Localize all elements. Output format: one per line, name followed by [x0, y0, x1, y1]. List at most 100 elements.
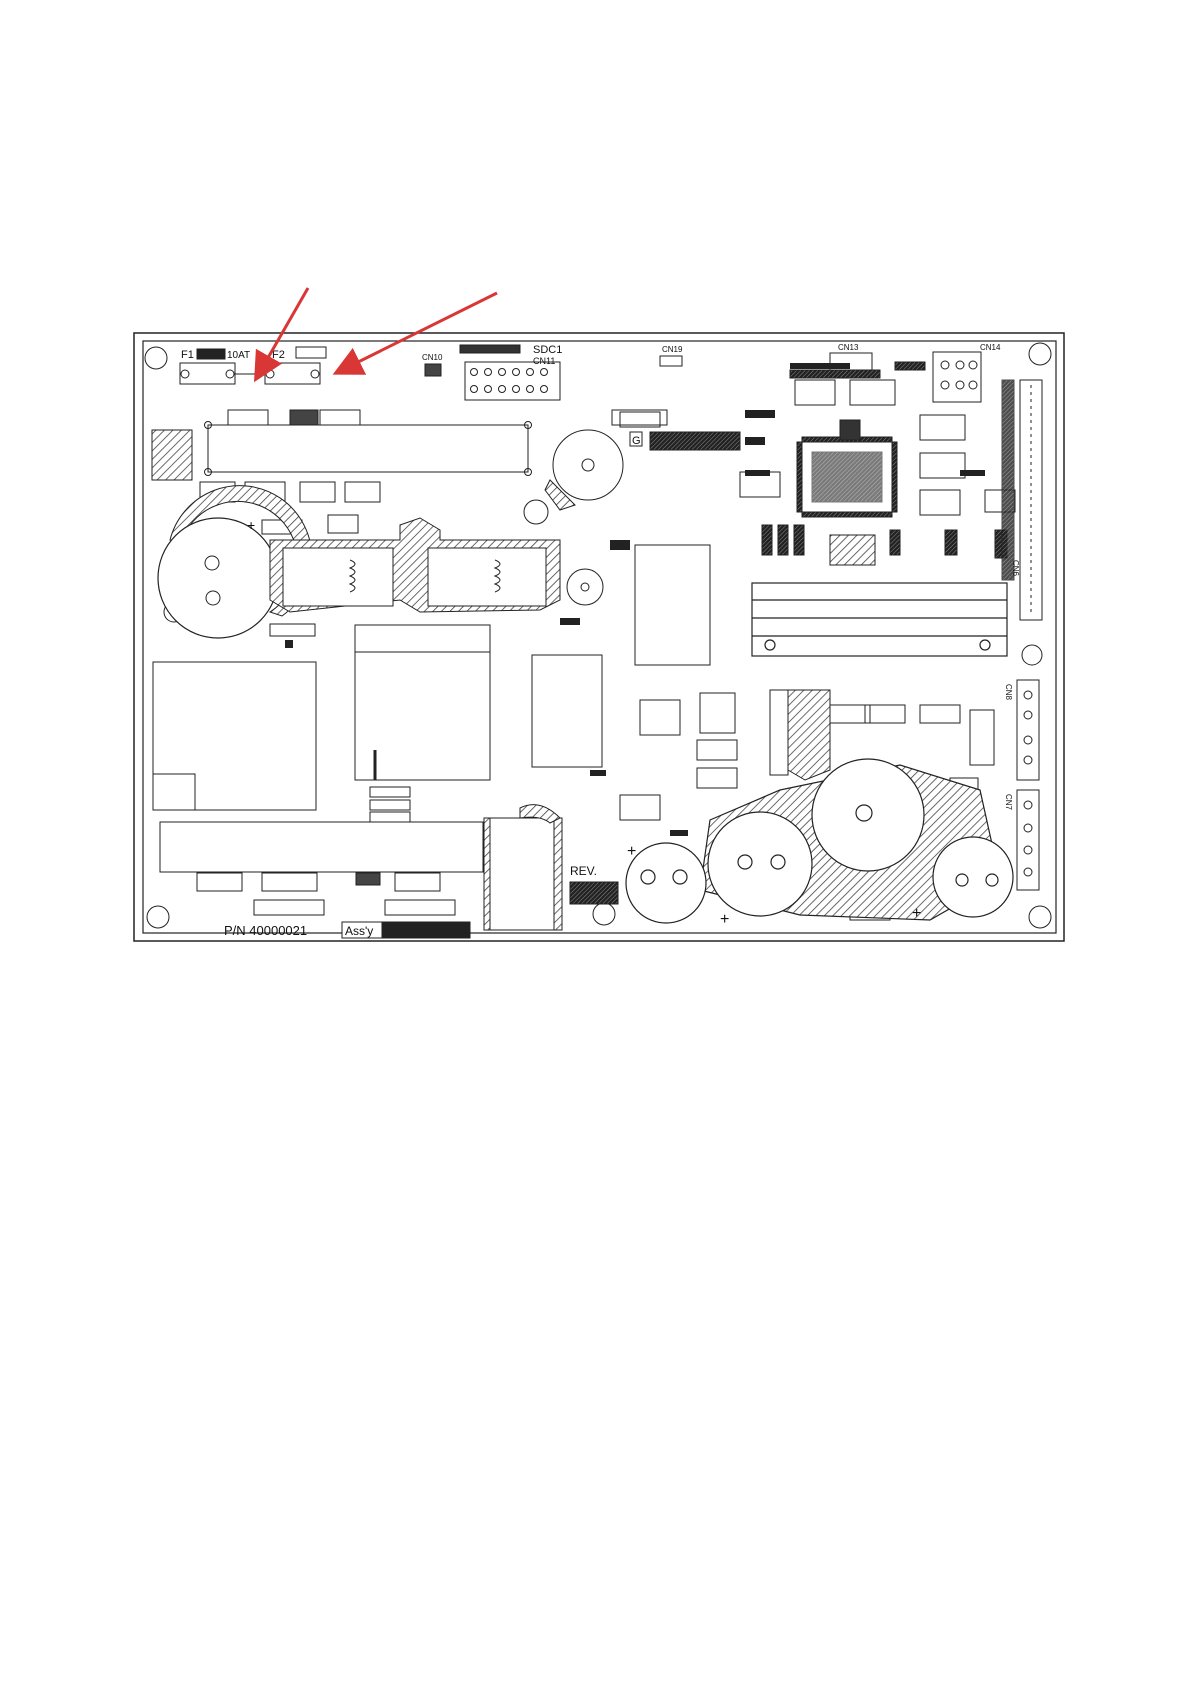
resistor: [865, 705, 905, 723]
left-hatched-pad: [152, 430, 192, 480]
dark-strip: [790, 370, 880, 378]
dark-strip: [895, 362, 925, 370]
sdc1-label: SDC1: [533, 344, 562, 356]
terminal-block: [228, 410, 268, 425]
terminal-strip: [197, 873, 242, 891]
mount-hole-tr: [1029, 343, 1051, 365]
bulk-capacitor-1: [626, 843, 706, 923]
dark-ic-strip: [650, 432, 740, 450]
terminal-block-dark: [356, 873, 380, 885]
cn10-block: [425, 364, 441, 376]
fuse-pin: [266, 370, 274, 378]
cn7-label: CN7: [1004, 794, 1013, 811]
ic-block: [635, 545, 710, 665]
smd-chip: [620, 795, 660, 820]
resistor: [370, 812, 410, 822]
mcu-pins-right: [892, 442, 897, 512]
ic-soic: [920, 415, 965, 440]
cn10-label: CN10: [422, 353, 443, 362]
resistor: [370, 800, 410, 810]
cn11-header: [465, 362, 560, 400]
small-resistor: [300, 482, 335, 502]
fuse-area: [180, 347, 326, 384]
cn19-label: CN19: [662, 345, 683, 354]
large-component-block: [153, 662, 316, 810]
cn11-label: CN11: [533, 356, 555, 366]
cn7-terminal: [1017, 790, 1039, 890]
mount-hole-mr: [1022, 645, 1042, 665]
mcu-area: [740, 362, 1015, 517]
part-number-label: P/N 40000021: [224, 923, 307, 938]
svg-text:+: +: [720, 911, 729, 928]
fuse-holder-f1: [180, 363, 235, 384]
capacitor-small: [567, 569, 603, 605]
mount-hole-bc: [593, 903, 615, 925]
fuse-holder-bottom: [254, 900, 324, 915]
g-mark-label: G: [632, 435, 641, 447]
rev-black-block: [570, 882, 618, 904]
capacitor-small: [524, 500, 548, 524]
cn13-label: CN13: [838, 343, 859, 352]
regulator-block: [532, 655, 602, 767]
fuse-rating-label: 10AT: [227, 350, 250, 361]
resistor: [370, 787, 410, 797]
svg-text:+: +: [912, 905, 921, 922]
top-connectors: [425, 345, 981, 402]
terminal-strip: [262, 873, 317, 891]
resistor: [920, 705, 960, 723]
cn8-label: CN8: [1004, 684, 1013, 701]
large-component-subblock: [153, 774, 195, 810]
ic-soic: [920, 490, 960, 515]
mcu-pins-left: [797, 442, 802, 512]
ic-soic: [850, 380, 895, 405]
smd-chip: [700, 693, 735, 733]
hatched-module: [830, 535, 875, 565]
heatsink-screw: [765, 640, 775, 650]
upper-left-components: [152, 410, 532, 534]
bottom-left-components: [160, 822, 483, 938]
heatsink-screw: [980, 640, 990, 650]
resistor: [970, 710, 994, 765]
heatsink: [752, 583, 1007, 656]
fuse-pin: [311, 370, 319, 378]
mcu-pins-bottom: [802, 512, 892, 517]
bulk-capacitor-2: [708, 812, 812, 916]
fuse-holder-f2: [265, 363, 320, 384]
smd-chip: [640, 700, 680, 735]
terminal-block: [320, 410, 360, 425]
resistor: [270, 624, 315, 636]
long-resistor: [208, 425, 528, 472]
assy-label: Ass'y: [345, 924, 373, 938]
cn19-part: [660, 356, 682, 366]
middle-left-blocks: [153, 624, 490, 822]
transformer-core-left: [283, 548, 393, 606]
transformer-core-right: [428, 548, 546, 606]
f1-label: F1: [181, 349, 194, 361]
transistor-row: [762, 525, 1007, 565]
ic-soic: [920, 453, 965, 478]
mount-hole-bl: [147, 906, 169, 928]
cn6-connector: [1002, 380, 1042, 620]
sdc1-marker: [460, 345, 520, 353]
long-resistor-bottom: [160, 822, 483, 872]
fuse-pin: [181, 370, 189, 378]
f1-black-label-block: [197, 349, 225, 359]
terminal-block: [290, 410, 318, 425]
cn6-label: CN6: [1011, 560, 1020, 577]
svg-text:+: +: [627, 843, 636, 860]
relay-hatch: [788, 690, 830, 780]
f2-label-block: [296, 347, 326, 358]
smd-chip: [697, 740, 737, 760]
bulk-capacitor-4: [933, 837, 1013, 917]
ic-soic: [795, 380, 835, 405]
transformer-assembly: [270, 518, 560, 612]
cn11-pins: [471, 369, 548, 393]
center-components: [484, 410, 740, 930]
small-resistor: [345, 482, 380, 502]
relay-block: [770, 690, 788, 775]
terminal-block: [395, 873, 440, 891]
cn14-label: CN14: [980, 343, 1001, 352]
assy-black-block: [382, 922, 470, 938]
